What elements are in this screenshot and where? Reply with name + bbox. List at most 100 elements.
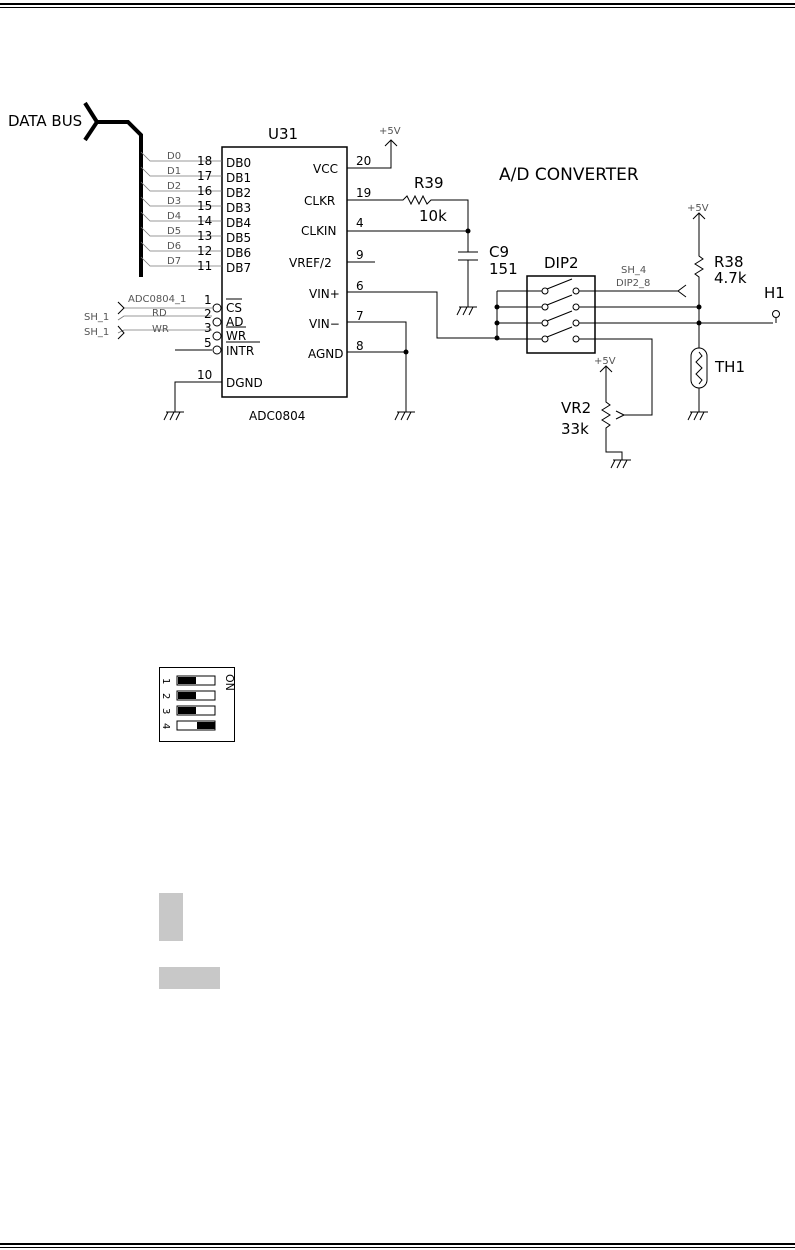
data-lines xyxy=(140,151,222,267)
pin-name-vref: VREF/2 xyxy=(289,256,332,270)
c9-value: 151 xyxy=(489,260,518,278)
pin-num-6: 6 xyxy=(356,279,364,293)
dip-switch-1-knob xyxy=(178,677,196,684)
dip2-ref: DIP2 xyxy=(544,254,579,272)
net-sh1-b: SH_1 xyxy=(84,327,109,338)
pin-num-16: 16 xyxy=(197,184,212,198)
dip-num-4: 4 xyxy=(160,723,171,729)
pin-num-8: 8 xyxy=(356,339,364,353)
th1-ref: TH1 xyxy=(714,358,745,376)
data-pin-names: DB0 DB1 DB2 DB3 DB4 DB5 DB6 DB7 xyxy=(226,156,251,275)
signal-d4: D4 xyxy=(167,211,181,222)
signal-d0: D0 xyxy=(167,151,181,162)
dip2-body xyxy=(526,275,596,354)
ic-ref: U31 xyxy=(268,125,298,143)
gray-block-horizontal xyxy=(159,967,220,989)
data-pin-numbers: 18 17 16 15 14 13 12 11 xyxy=(197,154,212,273)
pin-name-db0: DB0 xyxy=(226,156,251,170)
ad-converter-schematic: A/D CONVERTER DATA BUS U31 ADC0804 D0 D1… xyxy=(8,101,785,469)
vr2-value: 33k xyxy=(561,420,589,438)
pin-name-clkin: CLKIN xyxy=(301,224,336,238)
data-signal-labels: D0 D1 D2 D3 D4 D5 D6 D7 xyxy=(167,151,181,267)
r39-ref: R39 xyxy=(414,174,444,192)
pin-num-3: 3 xyxy=(204,321,212,335)
active-low-bubbles xyxy=(212,303,222,355)
r38-ref: R38 xyxy=(714,253,744,271)
dip2-right-wires xyxy=(579,284,773,416)
h1-ref: H1 xyxy=(764,284,785,302)
dgnd-wire xyxy=(174,381,222,412)
net-adc0804-1: ADC0804_1 xyxy=(128,294,186,305)
r38-junction xyxy=(696,304,702,310)
pin-name-vin-plus: VIN+ xyxy=(309,287,340,301)
pin-num-19: 19 xyxy=(356,186,371,200)
c9-ground-icon xyxy=(456,306,477,316)
signal-d7: D7 xyxy=(167,256,181,267)
vcc-supply-label: +5V xyxy=(379,126,401,137)
dip-switch-drawing: ON 1 2 3 4 xyxy=(160,674,236,731)
pin-name-cs: CS xyxy=(226,301,242,315)
pin-num-12: 12 xyxy=(197,244,212,258)
overbars xyxy=(226,298,260,343)
pin-name-db6: DB6 xyxy=(226,246,251,260)
agnd-wire xyxy=(347,351,407,412)
pin-num-1: 1 xyxy=(204,293,212,307)
pin-name-db3: DB3 xyxy=(226,201,251,215)
pin-name-vin-minus: VIN− xyxy=(309,317,340,331)
vcc-wire xyxy=(347,139,398,169)
pin-num-20: 20 xyxy=(356,154,371,168)
dip-switch-3-knob xyxy=(178,707,196,714)
agnd-ground-icon xyxy=(394,411,415,421)
pin-num-5: 5 xyxy=(204,336,212,350)
top-rule-thin xyxy=(0,7,795,8)
data-bus-line xyxy=(83,101,143,277)
net-dip2-8: DIP2_8 xyxy=(616,278,650,289)
signal-d5: D5 xyxy=(167,226,181,237)
pin-num-15: 15 xyxy=(197,199,212,213)
signal-d1: D1 xyxy=(167,166,181,177)
bottom-rule xyxy=(0,1243,795,1245)
pin-name-db4: DB4 xyxy=(226,216,251,230)
pin-num-14: 14 xyxy=(197,214,212,228)
pin-name-ad: AD xyxy=(226,315,243,329)
dip-switch-numbers: 1 2 3 4 xyxy=(160,678,171,729)
th1-junction xyxy=(696,320,702,326)
pin-name-wr: WR xyxy=(226,329,246,343)
pin-name-db2: DB2 xyxy=(226,186,251,200)
h1-terminal xyxy=(772,310,780,318)
pin-num-10: 10 xyxy=(197,368,212,382)
dip-num-2: 2 xyxy=(160,693,171,699)
net-rd: RD xyxy=(152,308,167,319)
net-wr: WR xyxy=(152,324,169,335)
vr2-ref: VR2 xyxy=(561,399,591,417)
gray-block-vertical xyxy=(159,893,183,941)
signal-d3: D3 xyxy=(167,196,181,207)
right-pin-names: VCC CLKR CLKIN VREF/2 VIN+ VIN− AGND xyxy=(289,162,344,361)
vr2-potentiometer xyxy=(599,365,625,460)
dip2-left-wires xyxy=(496,290,542,340)
schematic-title: A/D CONVERTER xyxy=(499,165,639,185)
top-rule xyxy=(0,3,795,5)
control-lines xyxy=(117,301,212,351)
pin-num-11: 11 xyxy=(197,259,212,273)
pin-num-9: 9 xyxy=(356,248,364,262)
c9-capacitor xyxy=(458,251,478,307)
th1-body xyxy=(690,347,708,389)
r39-value: 10k xyxy=(419,207,447,225)
pin-name-db1: DB1 xyxy=(226,171,251,185)
pin-name-intr: INTR xyxy=(226,344,254,358)
pin-num-4: 4 xyxy=(356,216,364,230)
dip-switch-2-knob xyxy=(178,692,196,699)
net-sh1-a: SH_1 xyxy=(84,312,109,323)
pin-name-db5: DB5 xyxy=(226,231,251,245)
dip-switch-4-knob xyxy=(197,722,215,729)
dip-on-label: ON xyxy=(223,674,234,691)
dip-switch-setting-figure: ON 1 2 3 4 xyxy=(159,667,236,742)
pin-name-clkr: CLKR xyxy=(304,194,335,208)
bottom-rule-thin xyxy=(0,1247,795,1248)
net-sh4: SH_4 xyxy=(621,265,646,276)
vr2-ground-icon xyxy=(610,459,631,469)
signal-d2: D2 xyxy=(167,181,181,192)
vr2-supply-label: +5V xyxy=(594,356,616,367)
c9-ref: C9 xyxy=(489,243,509,261)
